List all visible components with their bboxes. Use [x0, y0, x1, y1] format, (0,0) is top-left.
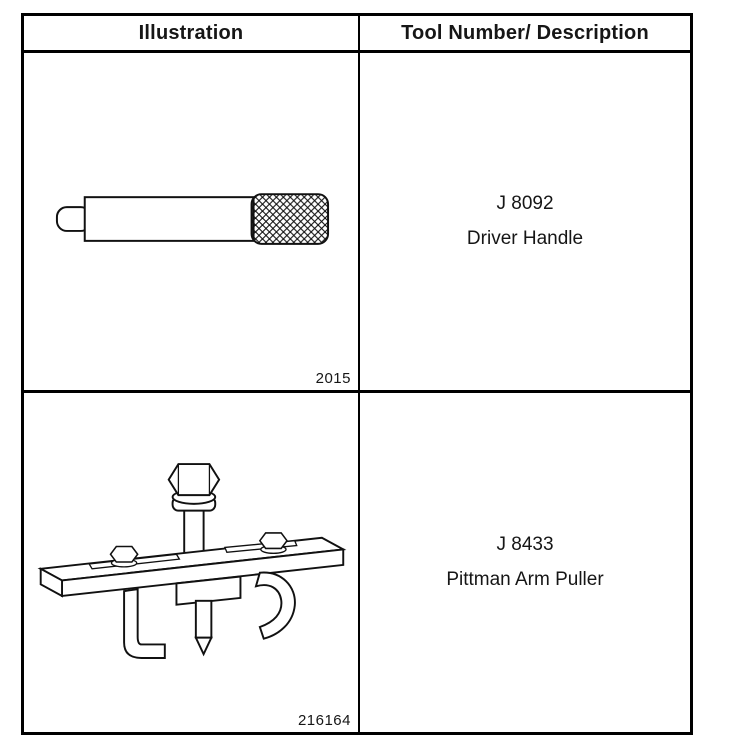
- puller-slider-block: [175, 574, 242, 606]
- small-hex-bolt: [109, 545, 139, 563]
- tool-number: J 8092: [496, 192, 554, 214]
- tool-number: J 8433: [496, 533, 554, 555]
- puller-center-pin-tip: [194, 636, 213, 656]
- figure-number: 216164: [297, 712, 351, 729]
- puller-right-hook: [254, 571, 296, 640]
- driver-handle-shaft: [83, 195, 255, 242]
- header-tool-number-description: Tool Number/ Description: [360, 16, 690, 53]
- illustration-cell-pittman-arm-puller: 216164: [24, 393, 360, 732]
- header-illustration: Illustration: [24, 16, 360, 53]
- special-tools-table: Illustration Tool Number/ Description 20…: [21, 13, 693, 735]
- puller-left-hook: [123, 587, 166, 659]
- tool-description: Pittman Arm Puller: [446, 568, 604, 590]
- puller-center-pin: [194, 599, 213, 639]
- illustration-cell-driver-handle: 2015: [24, 53, 360, 393]
- pittman-arm-puller-illustration: [37, 462, 347, 659]
- driver-handle-knurled-grip: [250, 192, 330, 245]
- tool-info-cell-pittman-arm-puller: J 8433 Pittman Arm Puller: [360, 393, 690, 732]
- figure-number: 2015: [315, 370, 351, 387]
- puller-hex-bolt-head: [167, 462, 221, 496]
- puller-bar-left-end: [39, 566, 63, 598]
- small-hex-bolt: [258, 531, 288, 549]
- driver-handle-illustration: [55, 192, 330, 245]
- tool-description: Driver Handle: [466, 227, 584, 249]
- tool-info-cell-driver-handle: J 8092 Driver Handle: [360, 53, 690, 393]
